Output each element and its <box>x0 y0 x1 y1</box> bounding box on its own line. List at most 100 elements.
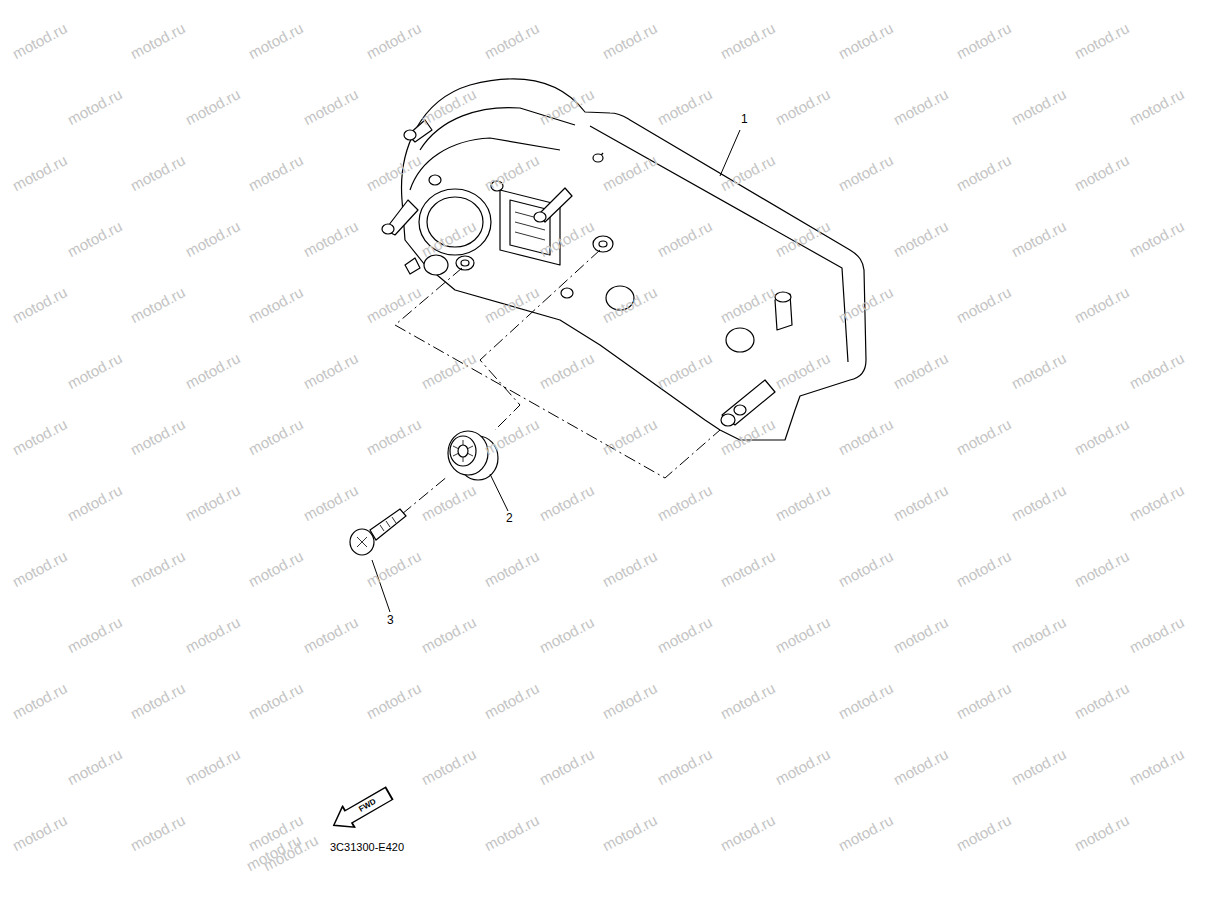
watermark: motod.ru <box>1009 86 1068 127</box>
watermark: motod.ru <box>246 284 305 325</box>
watermark: motod.ru <box>1127 746 1186 787</box>
watermark: motod.ru <box>600 416 659 457</box>
watermark: motod.ru <box>482 152 541 193</box>
watermark: motod.ru <box>600 548 659 589</box>
watermark: motod.ru <box>537 86 596 127</box>
watermark: motod.ru <box>482 416 541 457</box>
watermark: motod.ru <box>954 416 1013 457</box>
watermark: motod.ru <box>1127 482 1186 523</box>
watermark: motod.ru <box>718 812 777 853</box>
watermark: motod.ru <box>655 746 714 787</box>
watermark: motod.ru <box>128 680 187 721</box>
watermark: motod.ru <box>419 482 478 523</box>
watermark: motod.ru <box>65 218 124 259</box>
watermark: motod.ru <box>183 350 242 391</box>
watermark: motod.ru <box>836 416 895 457</box>
watermark: motod.ru <box>891 86 950 127</box>
watermark: motod.ru <box>128 284 187 325</box>
fwd-arrow: FWD <box>326 781 398 838</box>
watermark: motod.ru <box>128 20 187 61</box>
watermark: motod.ru <box>419 86 478 127</box>
watermark: motod.ru <box>836 284 895 325</box>
watermark: motod.ru <box>600 680 659 721</box>
watermark: motod.ru <box>65 350 124 391</box>
watermark: motod.ru <box>301 350 360 391</box>
watermark: motod.ru <box>128 152 187 193</box>
watermark: motod.ru <box>773 350 832 391</box>
watermark: motod.ru <box>1072 680 1131 721</box>
watermark: motod.ru <box>773 86 832 127</box>
watermark: motod.ru <box>65 614 124 655</box>
watermark: motod.ru <box>419 218 478 259</box>
watermark: motod.ru <box>10 152 69 193</box>
watermark: motod.ru <box>246 812 305 853</box>
watermark: motod.ru <box>655 482 714 523</box>
watermark: motod.ru <box>891 746 950 787</box>
watermark: motod.ru <box>128 416 187 457</box>
watermark: motod.ru <box>246 152 305 193</box>
watermark: motod.ru <box>244 832 303 873</box>
watermark: motod.ru <box>301 86 360 127</box>
watermark: motod.ru <box>10 284 69 325</box>
watermark: motod.ru <box>10 416 69 457</box>
diagram-code: 3C31300-E420 <box>330 842 404 853</box>
watermark: motod.ru <box>246 548 305 589</box>
watermark: motod.ru <box>419 614 478 655</box>
watermark: motod.ru <box>954 812 1013 853</box>
watermark: motod.ru <box>482 20 541 61</box>
watermark: motod.ru <box>655 614 714 655</box>
watermark: motod.ru <box>246 20 305 61</box>
watermark: motod.ru <box>836 812 895 853</box>
watermark: motod.ru <box>718 284 777 325</box>
callout-number: 3 <box>387 614 394 626</box>
watermark: motod.ru <box>1127 614 1186 655</box>
watermark: motod.ru <box>65 86 124 127</box>
watermark: motod.ru <box>1127 86 1186 127</box>
watermark: motod.ru <box>1009 614 1068 655</box>
watermark: motod.ru <box>655 350 714 391</box>
watermark: motod.ru <box>1072 20 1131 61</box>
watermark: motod.ru <box>10 548 69 589</box>
watermark: motod.ru <box>183 614 242 655</box>
watermark: motod.ru <box>364 416 423 457</box>
watermark: motod.ru <box>718 20 777 61</box>
watermark: motod.ru <box>364 152 423 193</box>
watermark: motod.ru <box>10 812 69 853</box>
watermark: motod.ru <box>600 284 659 325</box>
watermark: motod.ru <box>537 614 596 655</box>
watermark: motod.ru <box>1127 218 1186 259</box>
watermark: motod.ru <box>183 218 242 259</box>
watermark: motod.ru <box>364 680 423 721</box>
watermark: motod.ru <box>655 86 714 127</box>
watermark: motod.ru <box>600 20 659 61</box>
watermark: motod.ru <box>128 812 187 853</box>
watermark: motod.ru <box>1009 482 1068 523</box>
watermark: motod.ru <box>183 86 242 127</box>
watermark: motod.ru <box>246 680 305 721</box>
watermark: motod.ru <box>482 812 541 853</box>
watermark: motod.ru <box>836 20 895 61</box>
watermark: motod.ru <box>537 746 596 787</box>
watermark: motod.ru <box>10 20 69 61</box>
watermark: motod.ru <box>537 482 596 523</box>
watermark: motod.ru <box>364 548 423 589</box>
watermark: motod.ru <box>600 152 659 193</box>
watermark: motod.ru <box>600 812 659 853</box>
watermark: motod.ru <box>891 614 950 655</box>
watermark: motod.ru <box>891 482 950 523</box>
watermark: motod.ru <box>419 746 478 787</box>
watermark: motod.ru <box>537 350 596 391</box>
watermark: motod.ru <box>246 416 305 457</box>
watermark: motod.ru <box>773 218 832 259</box>
watermark: motod.ru <box>482 548 541 589</box>
watermark: motod.ru <box>1072 152 1131 193</box>
watermark: motod.ru <box>261 832 320 873</box>
watermark: motod.ru <box>1072 812 1131 853</box>
watermark: motod.ru <box>954 152 1013 193</box>
watermark: motod.ru <box>537 218 596 259</box>
watermark: motod.ru <box>1009 350 1068 391</box>
watermark: motod.ru <box>128 548 187 589</box>
watermark: motod.ru <box>65 482 124 523</box>
watermark: motod.ru <box>718 680 777 721</box>
